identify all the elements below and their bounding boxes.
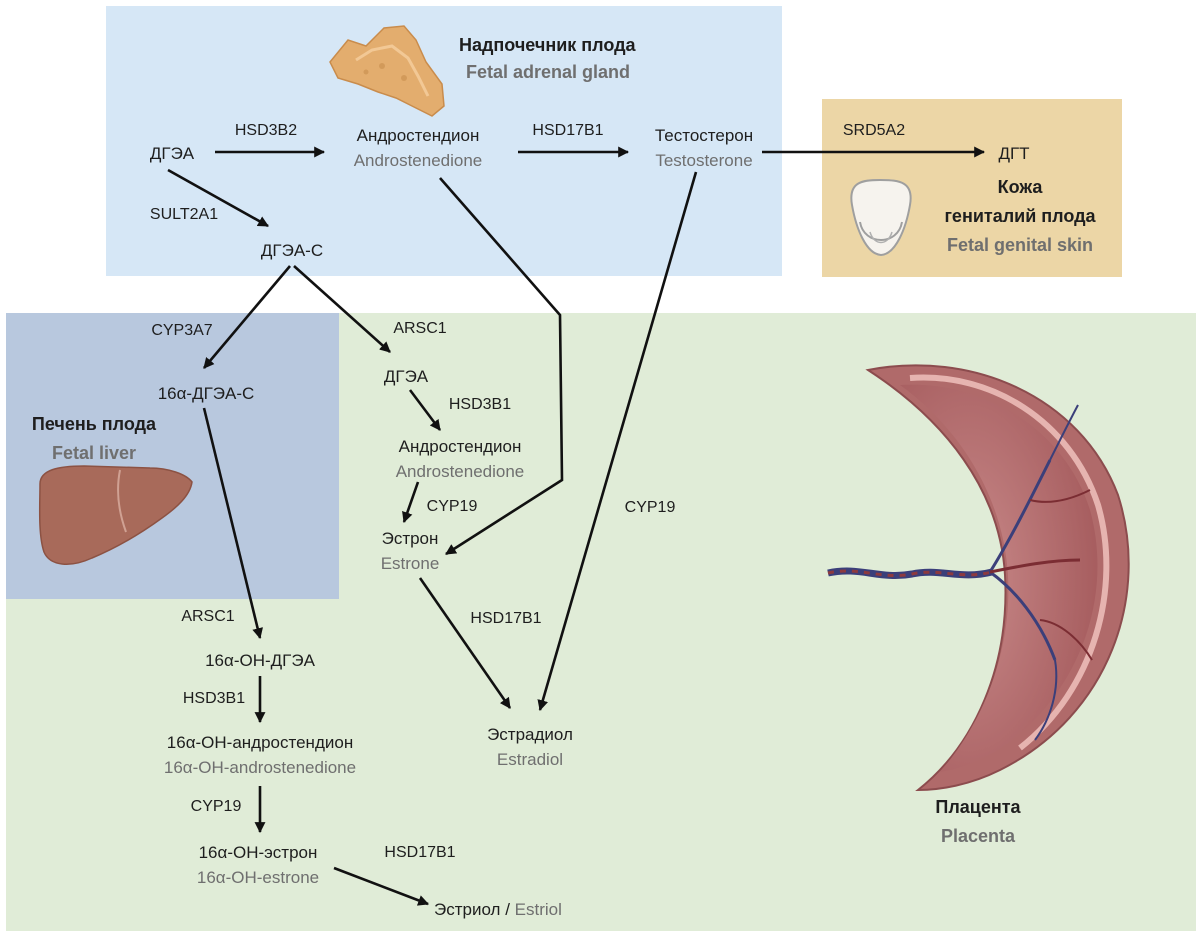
enzyme-hsd3b1-oh: HSD3B1 bbox=[183, 690, 245, 707]
enzyme-cyp3a7: CYP3A7 bbox=[151, 322, 212, 339]
arrow-16a-dheas-to-16a-oh-dhea bbox=[202, 407, 263, 640]
arrow-estrone-to-estradiol bbox=[418, 577, 512, 709]
node-estrone-ru: Эстрон bbox=[382, 529, 439, 548]
genital-title-en: Fetal genital skin bbox=[947, 235, 1093, 255]
adrenal-gland-icon bbox=[329, 25, 445, 117]
node-androstenedione-placenta-ru: Андростендион bbox=[399, 437, 522, 456]
enzyme-hsd17b1-estrone: HSD17B1 bbox=[470, 610, 541, 627]
enzyme-sult2a1: SULT2A1 bbox=[150, 206, 218, 223]
node-16a-oh-estrone-en: 16α-OH-estrone bbox=[197, 868, 319, 887]
placenta-title-ru: Плацента bbox=[935, 797, 1021, 817]
arrow-dhea-to-androstenedione-placenta bbox=[408, 389, 442, 431]
arrow-androstenedione-to-estrone bbox=[439, 177, 564, 556]
liver-title-ru: Печень плода bbox=[32, 414, 157, 434]
node-estradiol-ru: Эстрадиол bbox=[487, 725, 573, 744]
node-16a-oh-dhea: 16α-ОН-ДГЭА bbox=[205, 651, 315, 670]
node-estriol-ru: Эстриол bbox=[434, 900, 500, 919]
arrow-16a-oh-estrone-to-estriol bbox=[333, 866, 430, 906]
node-androstenedione-adrenal-ru: Андростендион bbox=[357, 126, 480, 145]
node-16a-oh-androstenedione-ru: 16α-ОН-андростендион bbox=[167, 733, 353, 752]
enzyme-hsd17b1-estriol: HSD17B1 bbox=[384, 844, 455, 861]
enzyme-hsd3b2: HSD3B2 bbox=[235, 122, 297, 139]
arrow-dheas-to-16a-dheas bbox=[203, 265, 291, 369]
arrow-dhea-to-dheas bbox=[167, 168, 269, 228]
placenta-title-en: Placenta bbox=[941, 826, 1016, 846]
node-androstenedione-adrenal-en: Androstenedione bbox=[354, 151, 483, 170]
node-dht: ДГТ bbox=[998, 144, 1029, 163]
node-estrone-en: Estrone bbox=[381, 554, 440, 573]
arrow-dheas-to-dhea-placenta bbox=[293, 265, 391, 353]
enzyme-hsd17b1-adrenal: HSD17B1 bbox=[532, 122, 603, 139]
node-dhea-placenta: ДГЭА bbox=[384, 367, 429, 386]
placenta-icon bbox=[827, 364, 1130, 792]
enzyme-arsc1-placenta: ARSC1 bbox=[393, 320, 446, 337]
adrenal-title-ru: Надпочечник плода bbox=[459, 35, 637, 55]
node-estriol-separator: / bbox=[500, 900, 514, 919]
node-dheas: ДГЭА-С bbox=[261, 241, 323, 260]
node-estriol: Эстриол / Estriol bbox=[434, 900, 562, 919]
node-dhea-adrenal: ДГЭА bbox=[150, 144, 195, 163]
node-estriol-en: Estriol bbox=[515, 900, 562, 919]
arrow-androstenedione-to-estrone-placenta bbox=[402, 481, 420, 524]
enzyme-cyp19-testosterone: CYP19 bbox=[625, 499, 676, 516]
enzyme-cyp19-oh: CYP19 bbox=[191, 798, 242, 815]
pathway-arrows bbox=[167, 146, 986, 906]
genital-skin-icon bbox=[850, 178, 912, 257]
node-16a-oh-androstenedione-en: 16α-OH-androstenedione bbox=[164, 758, 356, 777]
genital-title-ru-line1: Кожа bbox=[998, 177, 1044, 197]
adrenal-title-en: Fetal adrenal gland bbox=[466, 62, 630, 82]
enzyme-arsc1-liver: ARSC1 bbox=[181, 608, 234, 625]
node-estradiol-en: Estradiol bbox=[497, 750, 563, 769]
node-testosterone-en: Testosterone bbox=[655, 151, 752, 170]
enzyme-cyp19-estrone: CYP19 bbox=[427, 498, 478, 515]
liver-title-en: Fetal liver bbox=[52, 443, 136, 463]
arrow-testosterone-to-estradiol bbox=[537, 171, 698, 712]
node-testosterone-ru: Тестостерон bbox=[655, 126, 753, 145]
enzyme-srd5a2: SRD5A2 bbox=[843, 122, 905, 139]
node-androstenedione-placenta-en: Androstenedione bbox=[396, 462, 525, 481]
genital-title-ru-line2: гениталий плода bbox=[944, 206, 1096, 226]
node-16a-oh-estrone-ru: 16α-ОН-эстрон bbox=[199, 843, 318, 862]
enzyme-hsd3b1-placenta: HSD3B1 bbox=[449, 396, 511, 413]
liver-icon bbox=[38, 465, 193, 565]
node-16a-dheas: 16α-ДГЭА-С bbox=[158, 384, 255, 403]
adrenal-panel bbox=[106, 6, 782, 276]
